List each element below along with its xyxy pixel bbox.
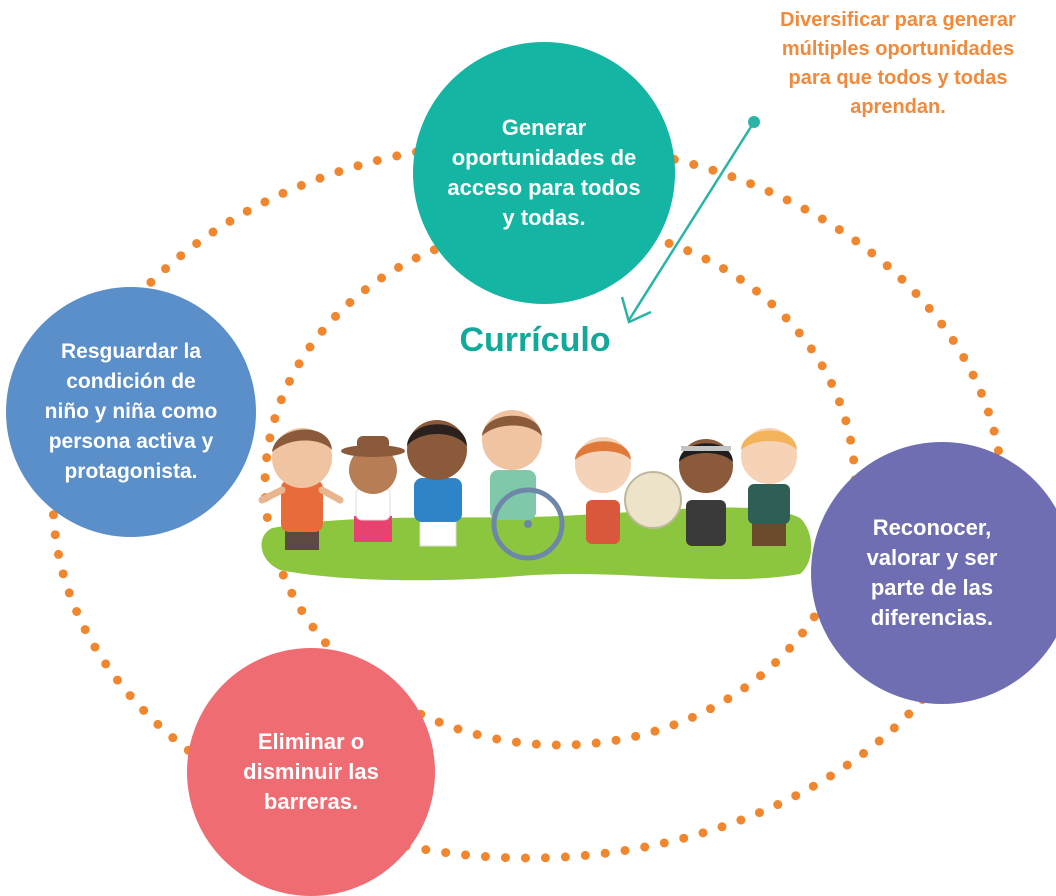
note-line: Diversificar para generar <box>780 9 1016 31</box>
bubble-line: Eliminar o <box>257 729 365 754</box>
child-3 <box>407 420 467 547</box>
note-line: para que todos y todas <box>788 67 1008 89</box>
bubble-line: disminuir las <box>243 759 379 784</box>
curriculum-title: Currículo <box>459 321 611 359</box>
bubble-line: persona activa y <box>48 430 214 453</box>
bubble-line: diferencias. <box>870 605 994 630</box>
note-line: múltiples oportunidades <box>781 38 1015 60</box>
note-line: aprendan. <box>850 96 946 118</box>
bubble-line: y todas. <box>502 205 586 230</box>
child-2 <box>341 436 405 542</box>
bubble-line: parte de las <box>870 575 994 600</box>
bubble-line: acceso para todos <box>447 175 641 200</box>
child-1 <box>258 428 344 550</box>
bubble-protect-childhood: Resguardar la condición de niño y niña c… <box>6 287 256 537</box>
bubble-line: niño y niña como <box>44 400 218 423</box>
bubble-remove-barriers: Eliminar o disminuir las barreras. <box>187 648 435 896</box>
children-illustration <box>258 410 797 561</box>
bubble-line: Resguardar la <box>60 340 202 363</box>
child-7 <box>741 428 797 546</box>
bubble-line: protagonista. <box>64 460 198 483</box>
bubble-line: Generar <box>501 115 587 140</box>
bubble-access-opportunities: Generar oportunidades de acceso para tod… <box>413 42 675 304</box>
bubble-line: valorar y ser <box>866 545 998 570</box>
bubble-line: oportunidades de <box>451 145 637 170</box>
child-6 <box>679 439 733 546</box>
diversify-note: Diversificar para generar múltiples opor… <box>733 6 1056 122</box>
pointer-arrow <box>620 116 760 324</box>
bubble-line: barreras. <box>263 789 359 814</box>
bubble-line: condición de <box>66 370 196 393</box>
bubble-value-differences: Reconocer, valorar y ser parte de las di… <box>811 442 1056 704</box>
child-5 <box>575 437 682 544</box>
grass-strip <box>261 507 812 581</box>
bubble-line: Reconocer, <box>872 515 992 540</box>
child-4 <box>482 410 565 561</box>
